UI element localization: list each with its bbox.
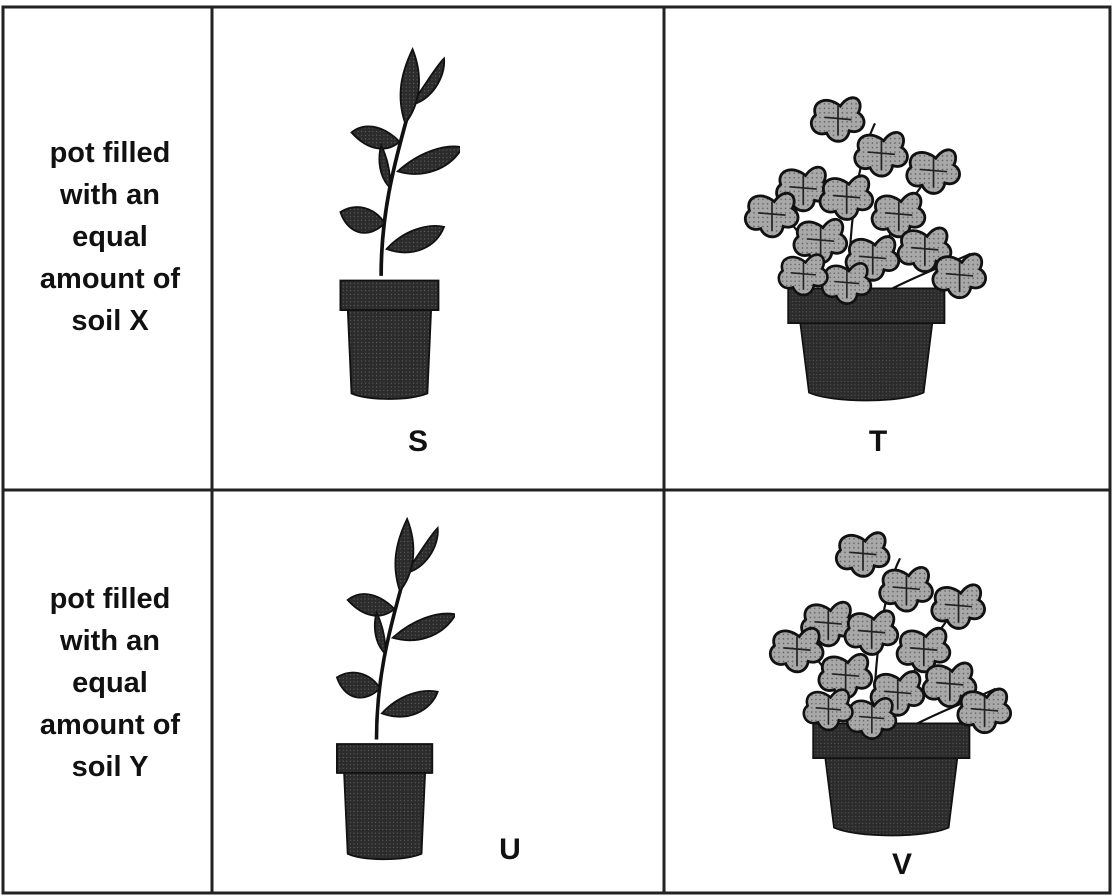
sapling-plant-icon (330, 40, 460, 410)
pot-label-u: U (490, 833, 530, 867)
row-label-soil-y: pot filled with an equal amount of soil … (20, 578, 200, 788)
row-label-line: with an (20, 620, 200, 662)
clover-plant-icon (760, 515, 1040, 845)
sapling-plant-icon (325, 510, 455, 870)
row-label-line: pot filled (20, 132, 200, 174)
row-label-soil-x: pot filled with an equal amount of soil … (20, 132, 200, 342)
row-label-line: equal (20, 216, 200, 258)
row-label-line: soil X (20, 300, 200, 342)
row-label-line: amount of (20, 704, 200, 746)
pot-label-t: T (858, 425, 898, 459)
row-label-line: with an (20, 174, 200, 216)
clover-plant-icon (735, 80, 1015, 410)
row-label-line: equal (20, 662, 200, 704)
row-label-line: amount of (20, 258, 200, 300)
pot-label-v: V (882, 848, 922, 882)
pot-label-s: S (398, 425, 438, 459)
row-label-line: pot filled (20, 578, 200, 620)
row-label-line: soil Y (20, 746, 200, 788)
